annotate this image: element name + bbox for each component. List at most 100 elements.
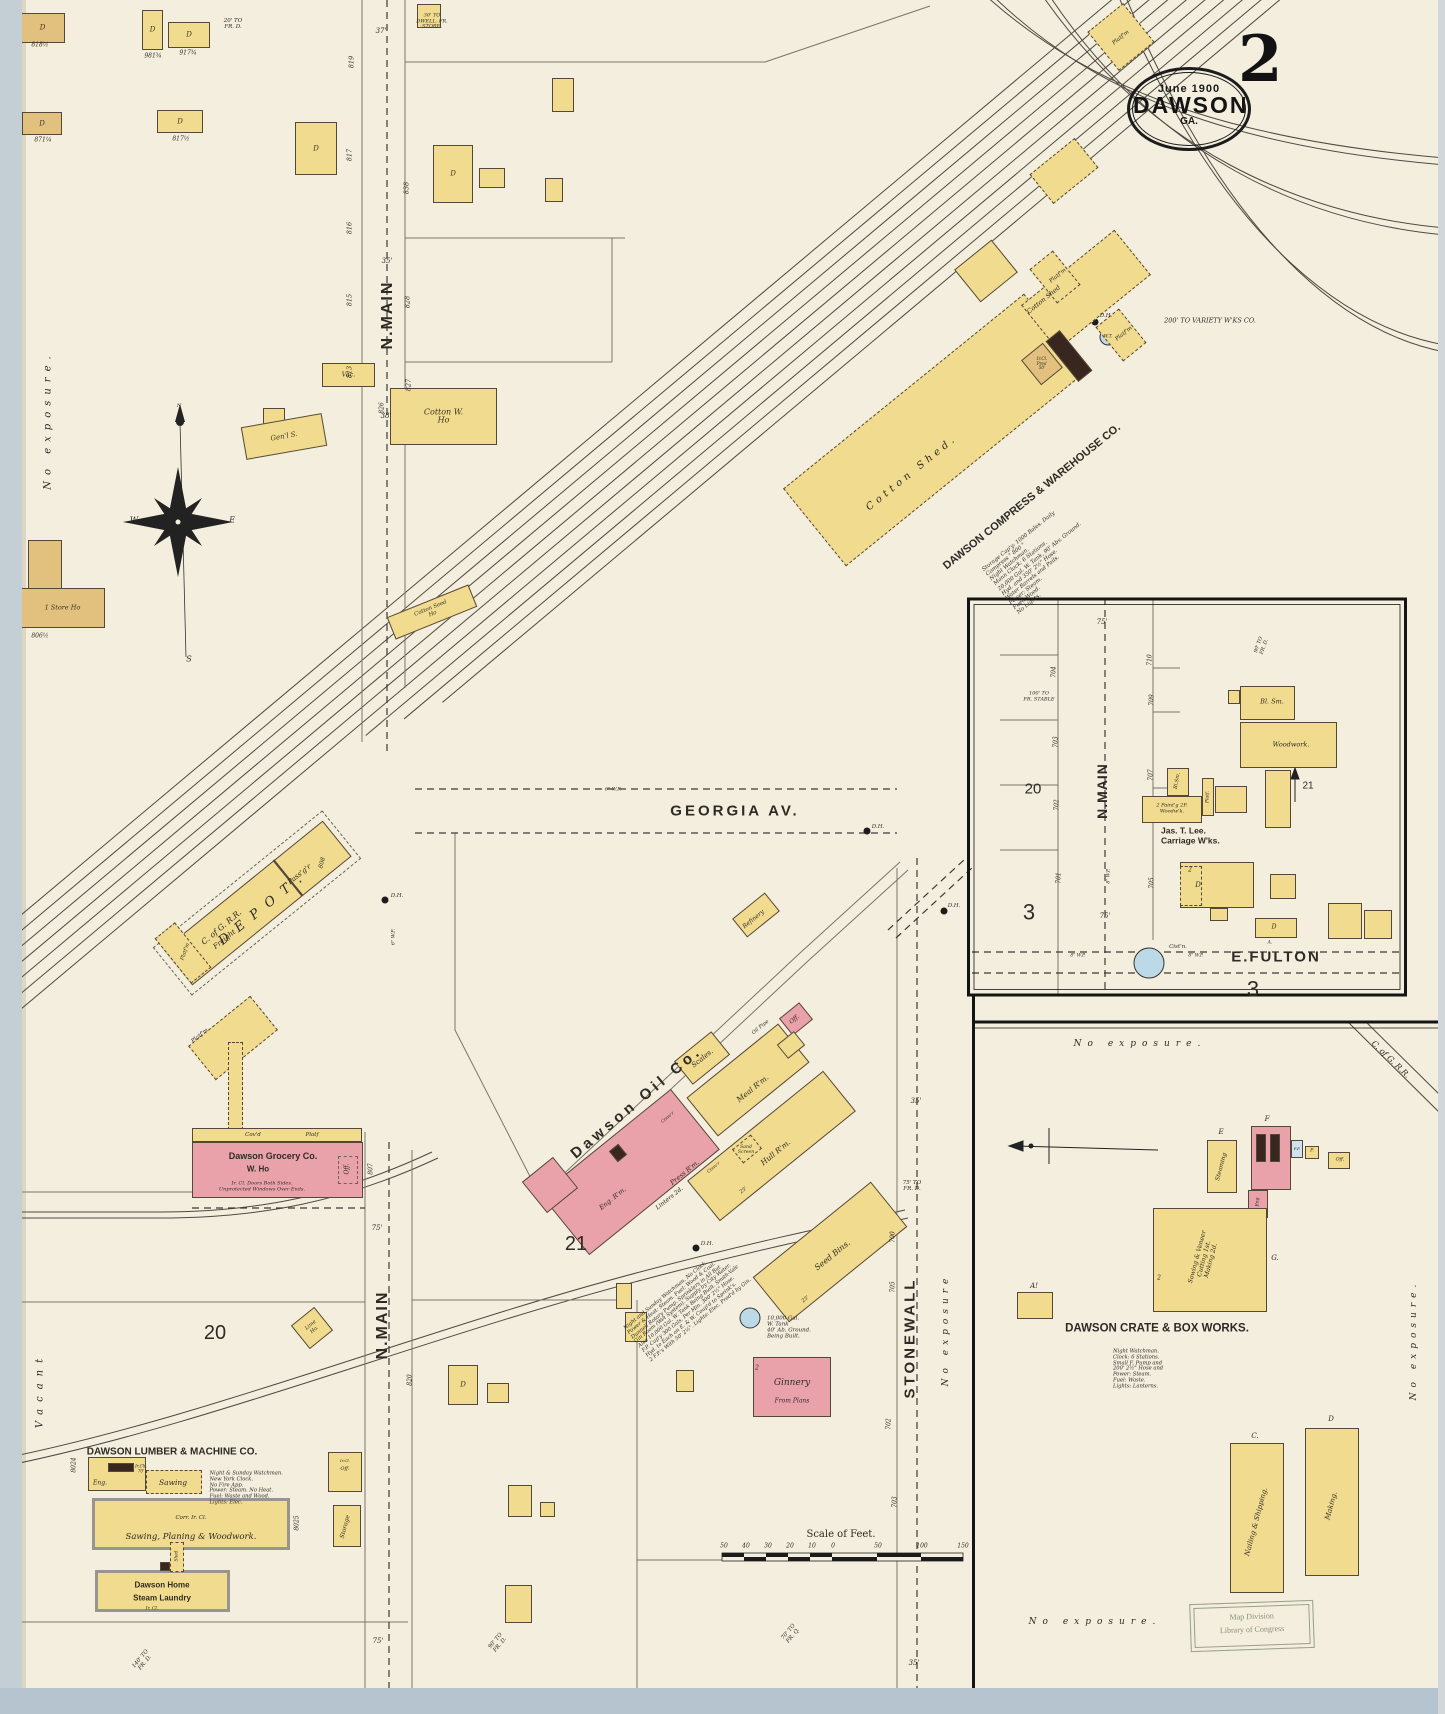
steps bbox=[1210, 908, 1228, 921]
addr-701: 701 bbox=[1055, 872, 1063, 884]
chimney-label: Ir.Ch. 70' bbox=[135, 1463, 147, 1473]
title-oval: June 1900 DAWSON GA. bbox=[1127, 67, 1251, 151]
ironclad-label: Ir. Cl. bbox=[145, 1606, 159, 1612]
stamp-line-2: Library of Congress bbox=[1219, 1623, 1285, 1636]
dh-label: D.H. bbox=[700, 1240, 714, 1247]
small-building bbox=[479, 168, 505, 188]
bldg-letter-F: F bbox=[1264, 1115, 1270, 1124]
street-e-fulton: E.FULTON bbox=[1231, 948, 1321, 966]
railroad-curves bbox=[989, 0, 1445, 1119]
edge-vacant-left: Vacant bbox=[34, 1351, 46, 1429]
boiler bbox=[1270, 1134, 1280, 1162]
addr-705: 705 bbox=[889, 1281, 897, 1293]
street-width: 75' bbox=[1099, 912, 1111, 921]
addr-813: 813 bbox=[345, 365, 354, 379]
platform-label: Platf'm bbox=[1114, 325, 1134, 343]
scale-num: 150 bbox=[957, 1542, 969, 1550]
small-building bbox=[1270, 874, 1296, 899]
lumber-title: DAWSON LUMBER & MACHINE CO. bbox=[86, 1446, 258, 1458]
dwelling-label: D bbox=[39, 118, 45, 127]
seed-bins-label: Seed Bins. bbox=[812, 1238, 852, 1273]
scale-num: 100 bbox=[916, 1542, 928, 1550]
crate-works-main bbox=[1153, 1208, 1267, 1312]
bldg-letter-C: C. bbox=[1251, 1432, 1259, 1441]
corrugated-label: Corr. Ir. Cl. bbox=[175, 1514, 207, 1521]
ironclad-label: Ir.Cl. bbox=[340, 1457, 350, 1463]
water-pipe-label: 6" W.P. bbox=[391, 928, 397, 946]
crate-title: DAWSON CRATE & BOX WORKS. bbox=[1065, 1322, 1249, 1335]
addr-703: 703 bbox=[1052, 736, 1060, 748]
sawing-shed bbox=[146, 1470, 202, 1494]
cotton-warehouse-label: Cotton W. Ho bbox=[423, 407, 464, 425]
linters-label: Linters 2d. bbox=[654, 1185, 685, 1212]
storey-label: 2 bbox=[1157, 1274, 1161, 1282]
small-building bbox=[616, 1283, 632, 1309]
conveyor-label: Conv'r bbox=[706, 1161, 722, 1175]
lumber-main bbox=[92, 1498, 290, 1550]
street-width: 35' bbox=[910, 1097, 922, 1106]
library-stamp: Map Division Library of Congress bbox=[1189, 1599, 1315, 1653]
laundry-title-1: Dawson Home bbox=[134, 1580, 190, 1590]
vacant-store: Vac. bbox=[322, 363, 375, 387]
bldg-letter-A: A. bbox=[1267, 940, 1273, 946]
small-building bbox=[417, 4, 441, 28]
nailing-label: Nailing & Shipping. bbox=[1243, 1486, 1270, 1557]
scale-num: 40 bbox=[742, 1542, 750, 1550]
scale-num: 20 bbox=[786, 1542, 794, 1550]
scale-label: Scale of Feet. bbox=[806, 1529, 876, 1540]
engine-room-label: Eng. R'm. bbox=[597, 1185, 628, 1212]
small-building bbox=[1328, 903, 1362, 939]
dh-label: D.H. bbox=[947, 902, 961, 909]
street-n-main-top: N.MAIN bbox=[379, 280, 397, 350]
direction-arrow-icon bbox=[1007, 1128, 1159, 1164]
platform-x bbox=[1215, 786, 1247, 813]
storey-label: 2 bbox=[1188, 866, 1192, 874]
addr-816: 816 bbox=[345, 221, 354, 235]
scan-margin-right bbox=[1438, 0, 1445, 1714]
block-number-21: 21 bbox=[564, 1232, 588, 1255]
blacksmith-label: Bl.Sm. bbox=[1172, 772, 1182, 790]
dwelling-label: D bbox=[313, 143, 319, 152]
conveyor-label: Conv'r bbox=[660, 1111, 676, 1125]
dwelling: D bbox=[157, 110, 203, 133]
note-distance: 30' TO DWELL. FR. STORE. bbox=[416, 12, 448, 30]
water-features bbox=[381, 318, 1165, 1329]
blacksmith-label: Bl. Sm. bbox=[1260, 697, 1284, 706]
storage-label: Storage bbox=[338, 1514, 352, 1540]
street-n-main-bottom: N.MAIN bbox=[374, 1290, 392, 1360]
addr-700: 700 bbox=[889, 1231, 897, 1243]
street-width: 75' bbox=[1096, 618, 1108, 627]
addr-9174: 917¾ bbox=[179, 49, 197, 57]
fire-pump-box bbox=[1291, 1140, 1303, 1158]
map-paper bbox=[22, 0, 1438, 1688]
compass-e: E bbox=[229, 515, 235, 525]
compass-s: S bbox=[186, 654, 192, 664]
bldg-letter-G: G. bbox=[1271, 1254, 1279, 1263]
office-label: Off. bbox=[340, 1466, 350, 1473]
addr-815: 815 bbox=[345, 293, 354, 307]
small-building bbox=[1364, 910, 1392, 939]
title-state: GA. bbox=[1180, 115, 1198, 127]
dwelling: D bbox=[448, 1365, 478, 1405]
press-label: Ir.Cl. Pres' 50' bbox=[1036, 355, 1048, 371]
addr-8175: 817½ bbox=[172, 135, 190, 143]
lime-house-label: Lime Ho. bbox=[303, 1318, 320, 1335]
addr-8185: 818½ bbox=[31, 41, 49, 49]
refinery-label: Refinery bbox=[741, 908, 766, 931]
dwelling: D bbox=[433, 145, 473, 203]
street-centerlines bbox=[192, 0, 1406, 1688]
cotton-shed-label: Cotton Shed. bbox=[864, 432, 960, 514]
block-number-3: 3 bbox=[1022, 899, 1036, 925]
blacksmith-shop-2 bbox=[1167, 768, 1189, 796]
bldg-letter-E: E bbox=[1218, 1128, 1224, 1137]
laundry bbox=[95, 1570, 230, 1612]
dwelling-label: D bbox=[1271, 923, 1277, 931]
covered-label: Cov'd bbox=[245, 1131, 261, 1138]
oil-pipe-label: Oil Pipe bbox=[750, 1018, 771, 1037]
addr-8025: 8025 bbox=[293, 1515, 301, 1531]
addr-703: 703 bbox=[891, 1496, 899, 1508]
crate-main-label: Sawing & Veneer Cutting 1st. Making 2d. bbox=[1186, 1229, 1219, 1285]
stamp-line-1: Map Division bbox=[1229, 1611, 1274, 1622]
dh-label: D.H. bbox=[390, 892, 404, 899]
